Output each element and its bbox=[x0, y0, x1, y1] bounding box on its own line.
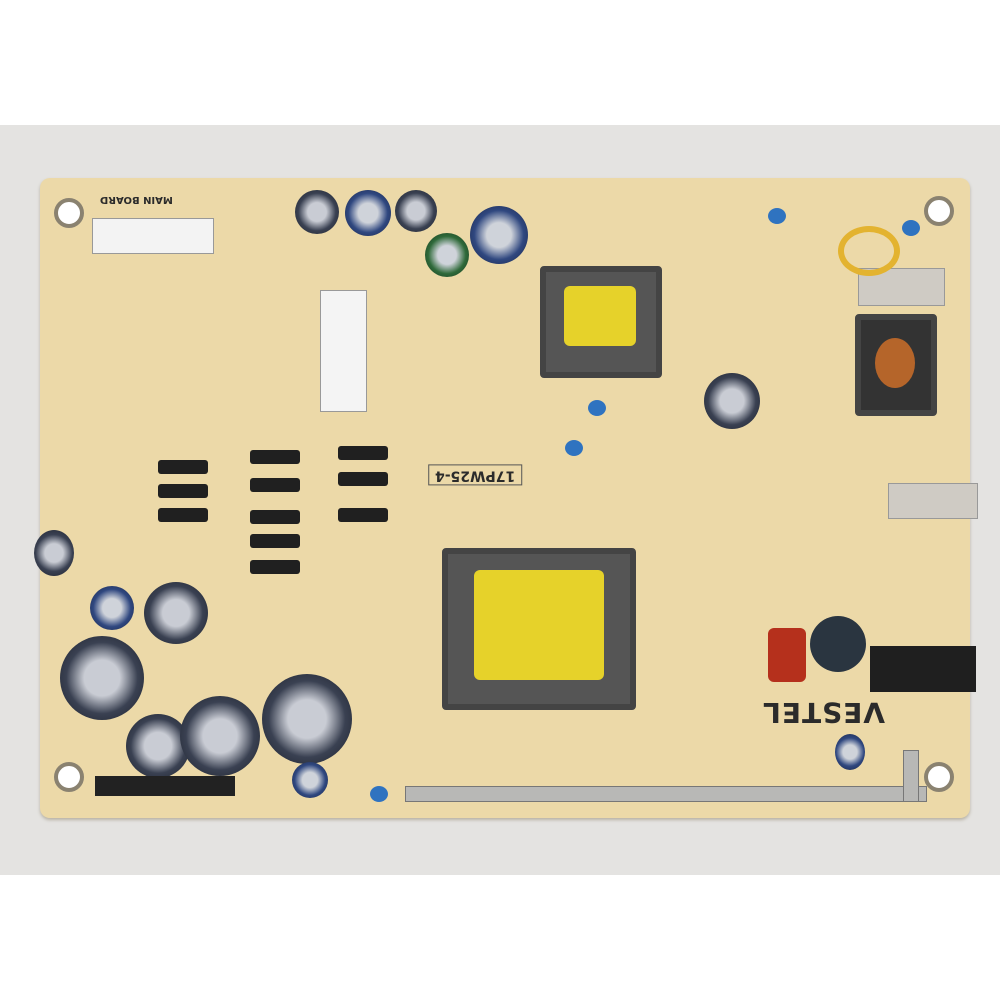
diode bbox=[250, 450, 300, 464]
film-capacitor bbox=[768, 628, 806, 682]
ceramic-capacitor bbox=[902, 220, 920, 236]
bridge-rectifier bbox=[870, 646, 976, 692]
diode bbox=[250, 478, 300, 492]
varistor bbox=[810, 616, 866, 672]
capacitor bbox=[295, 190, 339, 234]
diode bbox=[158, 460, 208, 474]
mount-hole bbox=[54, 762, 84, 792]
heatsink bbox=[405, 786, 927, 802]
connector bbox=[92, 218, 214, 254]
capacitor bbox=[180, 696, 260, 776]
capacitor bbox=[345, 190, 391, 236]
mount-hole bbox=[924, 762, 954, 792]
choke-coil bbox=[855, 314, 937, 416]
ring-capacitor bbox=[838, 226, 900, 276]
capacitor bbox=[90, 586, 134, 630]
capacitor bbox=[395, 190, 437, 232]
diode bbox=[158, 508, 208, 522]
capacitor bbox=[470, 206, 528, 264]
mount-hole bbox=[54, 198, 84, 228]
transformer-small bbox=[540, 266, 662, 378]
diode bbox=[250, 510, 300, 524]
diode bbox=[338, 472, 388, 486]
relay bbox=[888, 483, 978, 519]
pcb-board: MAIN BOARD 17PW25-4 VESTEL bbox=[34, 178, 978, 818]
capacitor bbox=[60, 636, 144, 720]
capacitor bbox=[262, 674, 352, 764]
diode bbox=[250, 534, 300, 548]
diode bbox=[158, 484, 208, 498]
ceramic-capacitor bbox=[768, 208, 786, 224]
heatsink bbox=[903, 750, 919, 802]
connector bbox=[95, 776, 235, 796]
capacitor bbox=[126, 714, 190, 778]
diode bbox=[338, 446, 388, 460]
barcode-sticker bbox=[320, 290, 367, 412]
diode bbox=[250, 560, 300, 574]
ceramic-capacitor bbox=[370, 786, 388, 802]
ceramic-capacitor bbox=[588, 400, 606, 416]
capacitor bbox=[144, 582, 208, 644]
diode bbox=[338, 508, 388, 522]
capacitor bbox=[704, 373, 760, 429]
capacitor bbox=[34, 530, 74, 576]
connector-label: MAIN BOARD bbox=[100, 194, 173, 205]
capacitor bbox=[835, 734, 865, 770]
capacitor bbox=[292, 762, 328, 798]
capacitor bbox=[425, 233, 469, 277]
transformer-large bbox=[442, 548, 636, 710]
ceramic-capacitor bbox=[565, 440, 583, 456]
model-label: 17PW25-4 bbox=[428, 464, 523, 486]
brand-label: VESTEL bbox=[762, 695, 886, 729]
mount-hole bbox=[924, 196, 954, 226]
